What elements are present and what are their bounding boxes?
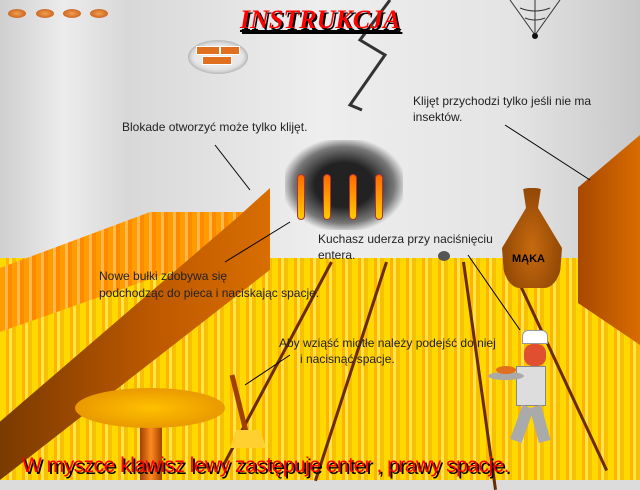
annotation-lines xyxy=(214,0,591,448)
wall-crack xyxy=(347,0,392,112)
broom-handle xyxy=(229,374,251,441)
broom-head xyxy=(230,430,266,448)
table xyxy=(75,388,225,428)
hint-blockade: Blokade otworzyć może tylko klijęt. xyxy=(122,120,308,134)
spider-icon xyxy=(532,33,538,39)
hint-broom-2: i nacisnąć spacje. xyxy=(300,352,395,366)
oven xyxy=(285,140,403,230)
chef-character xyxy=(488,330,560,450)
hint-chef-1: Kuchasz uderza przy naciśnięciu xyxy=(318,232,493,246)
hint-broom-1: Aby wziąść miotłe należy podejść do niej xyxy=(279,336,496,350)
hint-client-2: insektów. xyxy=(413,110,463,124)
mouse-controls-hint: W myszce klawisz lewy zastępuje enter , … xyxy=(22,454,510,477)
bun-icon xyxy=(63,9,81,18)
hint-client-1: Klijęt przychodzi tylko jeśli nie ma xyxy=(413,94,592,108)
hint-buns-2: podchodząc do pieca i naciskając spacje. xyxy=(99,286,320,300)
hint-chef-2: entera. xyxy=(318,248,356,262)
mouse-hole xyxy=(438,251,450,261)
broken-wall-bricks xyxy=(188,40,248,74)
hint-buns-1: Nowe bułki zdobywa się xyxy=(99,269,228,283)
bun-icon xyxy=(36,9,54,18)
bun-icon xyxy=(90,9,108,18)
lives-indicator xyxy=(0,0,120,24)
sack-label: MĄKA xyxy=(512,253,545,265)
page-title: INSTRUKCJA xyxy=(240,5,401,34)
spider-web xyxy=(509,0,561,36)
bun-icon xyxy=(8,9,26,18)
